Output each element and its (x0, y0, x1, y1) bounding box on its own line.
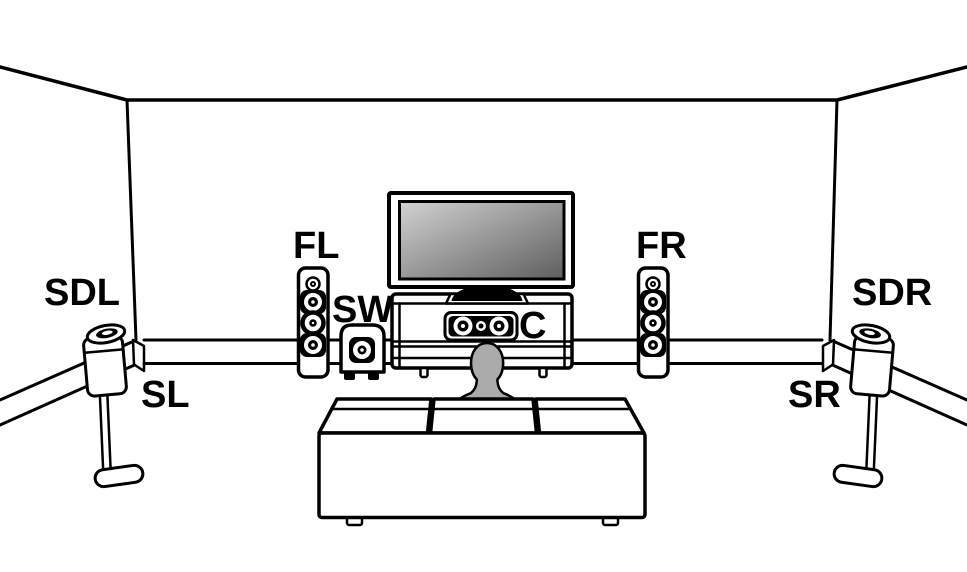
label-center: C (519, 305, 546, 347)
speaker-labels: SDL SL FL SW C FR SDR SR (44, 225, 932, 416)
subwoofer (339, 323, 386, 380)
sofa (317, 397, 647, 527)
label-surround-dolby-right: SDR (852, 272, 932, 314)
sofa-body (317, 431, 647, 520)
left-wall-corner-line (125, 98, 138, 342)
sofa-cushion-right (534, 397, 646, 435)
tv-stand-foot (419, 366, 429, 379)
front-right-speaker (639, 268, 669, 377)
sofa-cushion-center (428, 397, 539, 435)
tv-pedestal (451, 285, 523, 301)
sofa-cushion-left (317, 397, 433, 435)
center-speaker (443, 311, 519, 342)
right-wall-corner-line (828, 98, 839, 342)
subwoofer-foot (344, 372, 355, 380)
label-surround-right: SR (788, 374, 841, 416)
subwoofer-foot (368, 372, 379, 380)
label-surround-left: SL (141, 374, 190, 416)
label-front-right: FR (636, 225, 687, 267)
baseboard-left-corner (131, 338, 146, 373)
ceiling-line (0, 65, 967, 102)
baseboard-right-corner (821, 338, 836, 373)
tv (387, 191, 575, 289)
tv-stand-foot (538, 366, 548, 379)
label-surround-dolby-left: SDL (44, 272, 120, 314)
tv-screen (398, 200, 566, 281)
front-left-speaker (299, 268, 329, 377)
label-front-left: FL (293, 225, 339, 267)
room-walls (0, 65, 967, 342)
label-subwoofer: SW (332, 289, 393, 331)
